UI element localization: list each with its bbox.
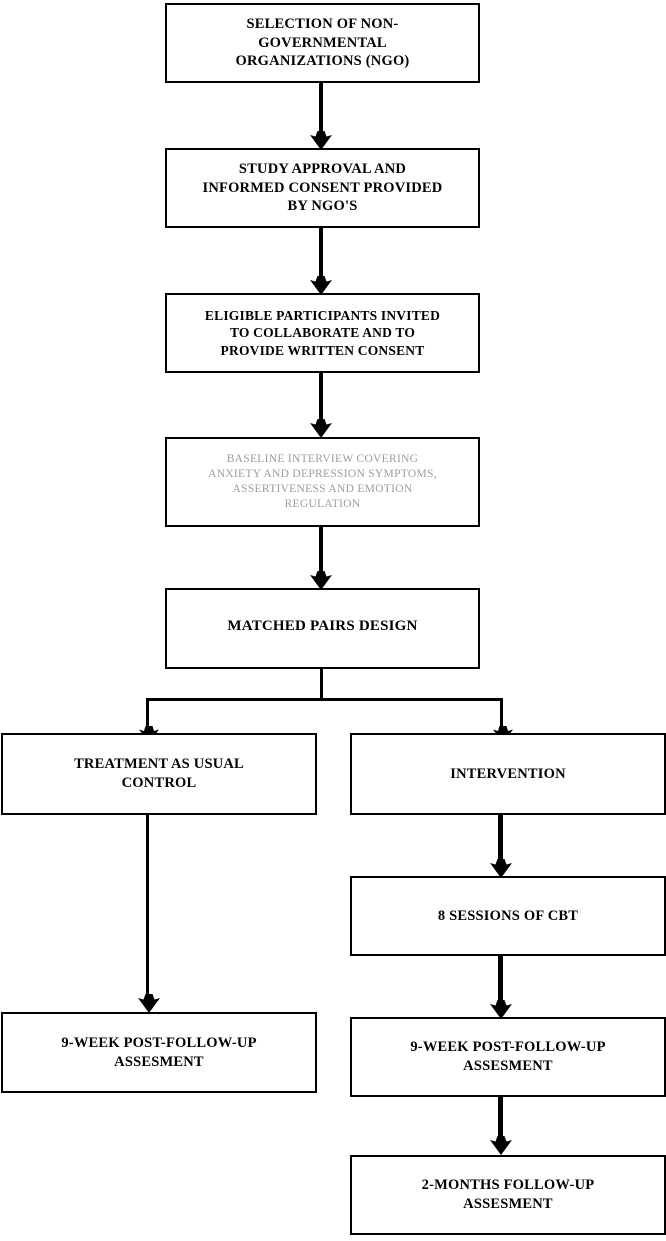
connector-matched-split-stem [320, 669, 323, 701]
node-label: TREATMENT AS USUAL CONTROL [74, 756, 244, 791]
node-8-sessions-of-cbt: 8 SESSIONS OF CBT [350, 876, 666, 956]
connector-baseline-to-matched [319, 527, 323, 573]
node-control-9-week-followup: 9-WEEK POST-FOLLOW-UP ASSESMENT [1, 1012, 317, 1093]
node-label: STUDY APPROVAL AND INFORMED CONSENT PROV… [202, 160, 443, 215]
connector-cbt-to-followup [498, 956, 503, 1006]
node-label: BASELINE INTERVIEW COVERING ANXIETY AND … [208, 453, 437, 510]
node-treatment-as-usual-control: TREATMENT AS USUAL CONTROL [1, 733, 317, 815]
connector-intervention-to-cbt [498, 815, 503, 865]
node-intervention-9-week-followup: 9-WEEK POST-FOLLOW-UP ASSESMENT [350, 1017, 666, 1097]
connector-eligible-to-baseline [319, 373, 323, 421]
node-study-approval: STUDY APPROVAL AND INFORMED CONSENT PROV… [165, 148, 480, 228]
node-label: 9-WEEK POST-FOLLOW-UP ASSESMENT [61, 1034, 257, 1070]
node-label: 8 SESSIONS OF CBT [437, 907, 579, 924]
node-intervention: INTERVENTION [350, 733, 666, 815]
connector-approval-to-eligible [319, 228, 323, 283]
node-label: INTERVENTION [450, 765, 566, 782]
connector-split-horizontal [146, 698, 503, 701]
node-label: ELIGIBLE PARTICIPANTS INVITED TO COLLABO… [204, 307, 441, 358]
node-intervention-2-months-followup: 2-MONTHS FOLLOW-UP ASSESMENT [350, 1155, 666, 1235]
node-matched-pairs-design: MATCHED PAIRS DESIGN [165, 588, 480, 669]
connector-followup-to-2months [498, 1097, 503, 1142]
node-selection-of-ngo: SELECTION OF NON- GOVERNMENTAL ORGANIZAT… [165, 3, 480, 83]
connector-split-left-drop [146, 698, 149, 730]
node-eligible-participants: ELIGIBLE PARTICIPANTS INVITED TO COLLABO… [165, 293, 480, 373]
node-label: 2-MONTHS FOLLOW-UP ASSESMENT [421, 1177, 595, 1212]
node-baseline-interview: BASELINE INTERVIEW COVERING ANXIETY AND … [165, 437, 480, 527]
node-label: 9-WEEK POST-FOLLOW-UP ASSESMENT [410, 1039, 606, 1074]
node-label: MATCHED PAIRS DESIGN [227, 618, 418, 634]
connector-control-to-followup [146, 815, 149, 998]
connector-split-right-drop [500, 698, 503, 730]
connector-ngo-to-approval [319, 83, 323, 138]
node-label: SELECTION OF NON- GOVERNMENTAL ORGANIZAT… [235, 15, 410, 70]
